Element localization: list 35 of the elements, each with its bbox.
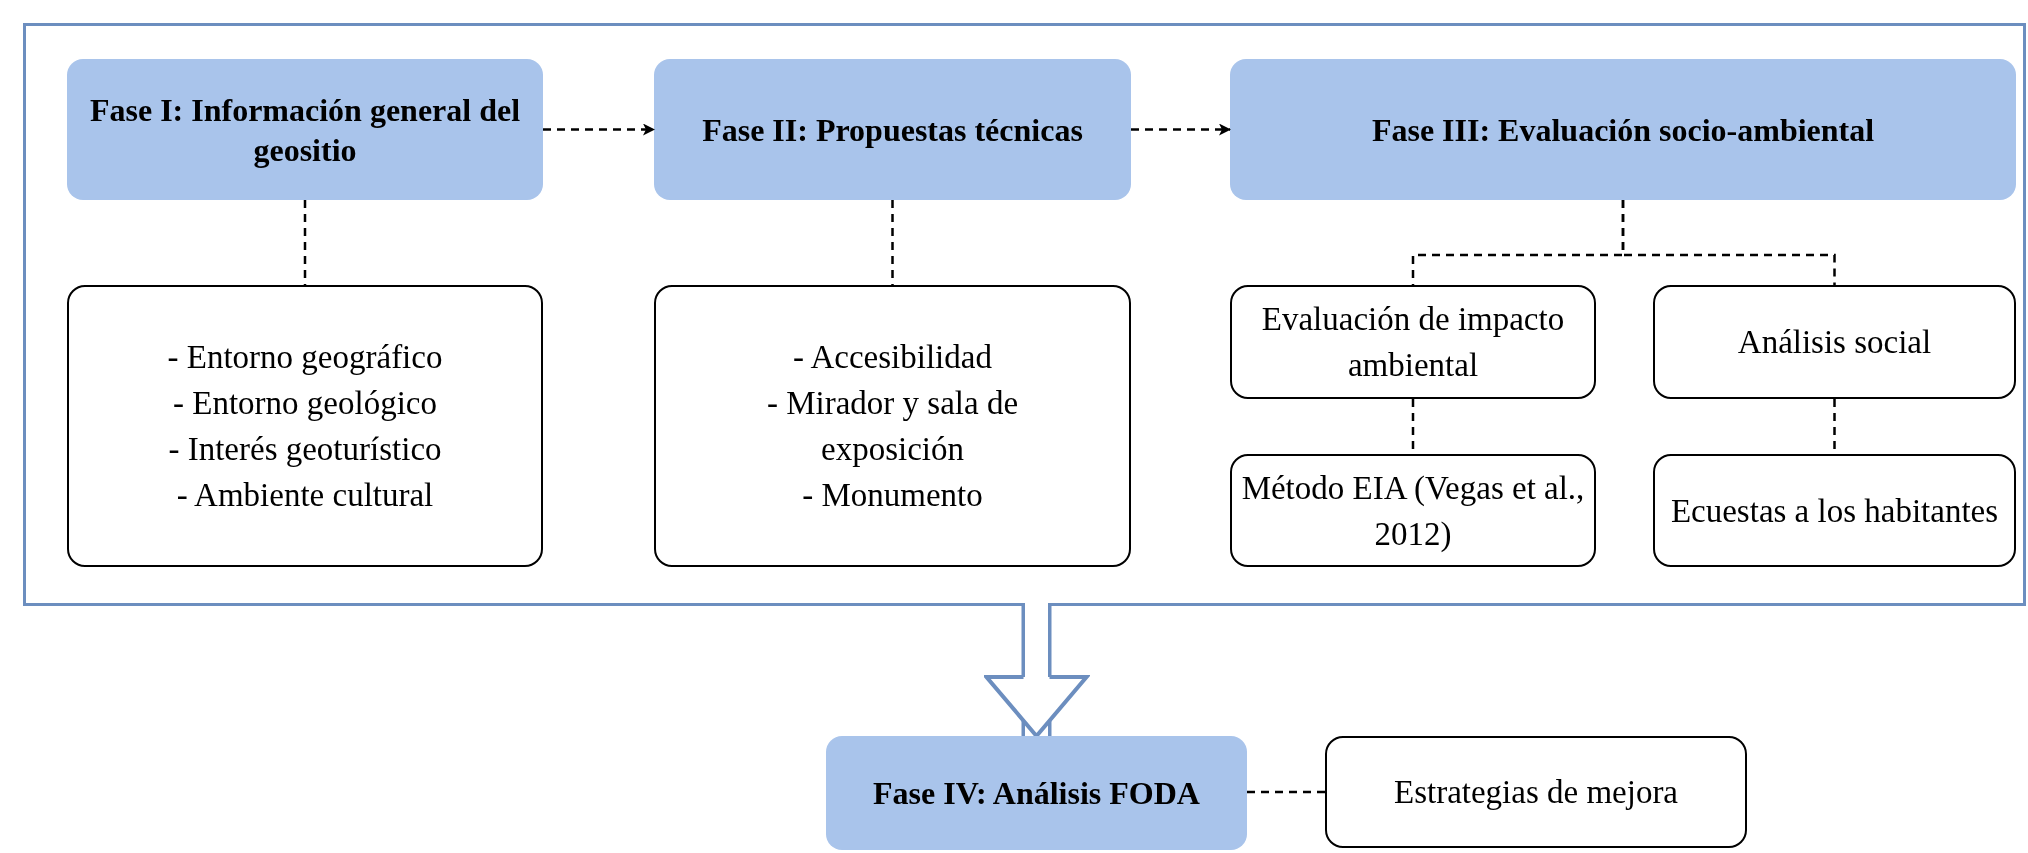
process-box xyxy=(1230,454,1596,567)
phase-title: Fase I: Información general del geositio xyxy=(88,90,522,170)
list-item: - Accesibilidad xyxy=(793,338,992,377)
list-item: - Entorno geológico xyxy=(173,384,437,423)
phase-title: Fase IV: Análisis FODA xyxy=(873,774,1200,813)
process-box xyxy=(1653,285,2016,399)
dashed-connector xyxy=(1247,790,1325,794)
box-text: Ecuestas a los habitantes xyxy=(1670,491,1999,531)
block-arrow xyxy=(984,603,1089,738)
dashed-arrow xyxy=(543,123,655,136)
list-item: - Interés geoturístico xyxy=(168,430,442,469)
process-box xyxy=(1653,454,2016,567)
phase-box xyxy=(654,59,1131,200)
phase-title: Fase III: Evaluación socio-ambiental xyxy=(1371,110,1875,150)
phase-box xyxy=(67,59,543,200)
dashed-arrow xyxy=(1131,123,1231,136)
box-text: Evaluación de impacto ambiental xyxy=(1260,300,1566,385)
dashed-connector xyxy=(891,200,894,285)
list-item: - Mirador y sala de exposición xyxy=(765,384,1020,469)
list-item: - Monumento xyxy=(802,476,983,515)
phase-title: Fase II: Propuestas técnicas xyxy=(702,110,1083,150)
box-text: Método EIA (Vegas et al., 2012) xyxy=(1240,468,1586,554)
process-box xyxy=(1325,736,1747,848)
process-box xyxy=(1230,285,1596,399)
dashed-connector xyxy=(1621,200,1836,285)
list-item: - Ambiente cultural xyxy=(176,476,434,515)
box-text: Estrategias de mejora xyxy=(1393,773,1678,812)
dashed-connector xyxy=(303,200,307,285)
list-box xyxy=(654,285,1131,567)
list-box xyxy=(67,285,543,567)
outline-frame xyxy=(23,23,2026,606)
list-item: - Entorno geográfico xyxy=(167,338,443,377)
phase-box xyxy=(1230,59,2016,200)
box-text: Análisis social xyxy=(1737,323,1932,362)
phase-box xyxy=(826,736,1247,850)
